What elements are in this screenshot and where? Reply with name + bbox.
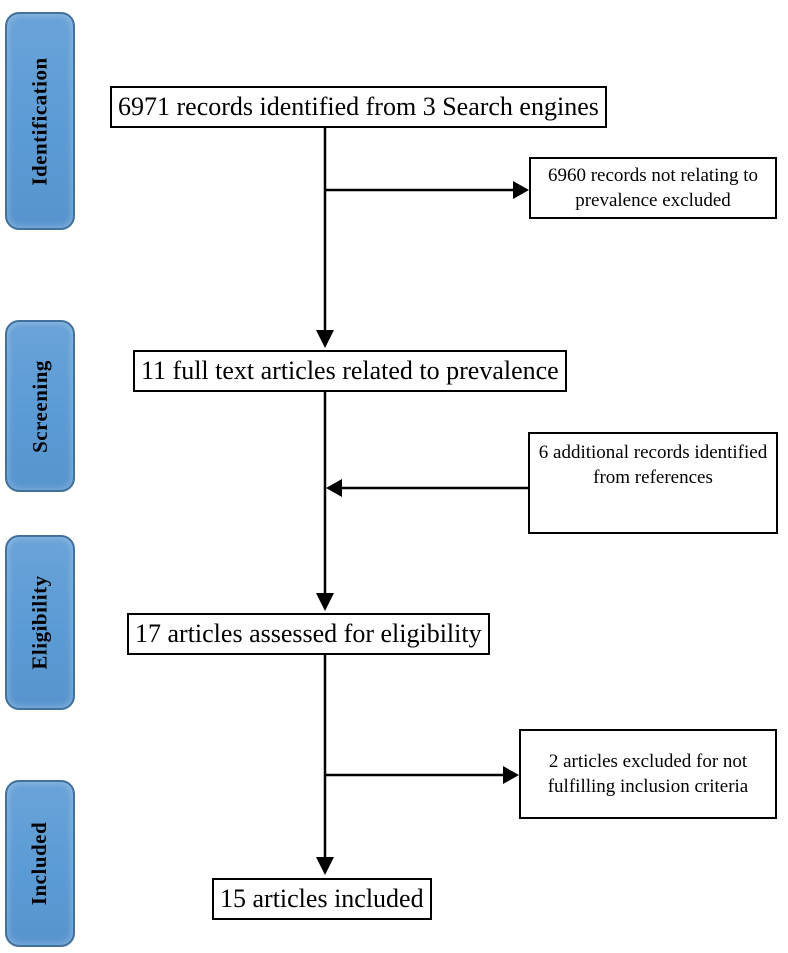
records-excluded-text: 6960 records not relating to prevalence … <box>547 165 758 211</box>
flow-box-records-excluded: 6960 records not relating to prevalence … <box>529 157 777 219</box>
arrowhead-down-2-icon <box>316 593 334 611</box>
flow-box-fulltext-articles: 11 full text articles related to prevale… <box>133 350 567 392</box>
arrowhead-left-1-icon <box>326 479 342 497</box>
additional-records-text: 6 additional records identified from ref… <box>538 442 768 488</box>
arrowhead-down-1-icon <box>316 330 334 348</box>
stage-screening: Screening <box>5 320 75 492</box>
arrowhead-right-1-icon <box>513 181 529 199</box>
stage-included-label: Included <box>27 821 52 906</box>
stage-included: Included <box>5 780 75 947</box>
records-identified-text: 6971 records identified from 3 Search en… <box>118 92 599 121</box>
fulltext-articles-text: 11 full text articles related to prevale… <box>141 356 559 385</box>
arrowhead-down-3-icon <box>316 857 334 875</box>
arrowhead-right-2-icon <box>503 766 519 784</box>
articles-excluded-text: 2 articles excluded for not fulfilling i… <box>547 751 749 797</box>
stage-identification-label: Identification <box>27 56 52 186</box>
stage-screening-label: Screening <box>27 359 52 453</box>
stage-identification: Identification <box>5 12 75 230</box>
stage-eligibility-label: Eligibility <box>27 575 52 670</box>
stage-eligibility: Eligibility <box>5 535 75 710</box>
flow-box-additional-records: 6 additional records identified from ref… <box>528 432 778 534</box>
flow-box-records-identified: 6971 records identified from 3 Search en… <box>110 86 607 128</box>
flow-box-articles-assessed: 17 articles assessed for eligibility <box>127 613 490 655</box>
flow-box-articles-excluded: 2 articles excluded for not fulfilling i… <box>519 729 777 819</box>
articles-included-text: 15 articles included <box>220 884 424 913</box>
articles-assessed-text: 17 articles assessed for eligibility <box>135 619 482 648</box>
flow-box-articles-included: 15 articles included <box>212 878 432 920</box>
